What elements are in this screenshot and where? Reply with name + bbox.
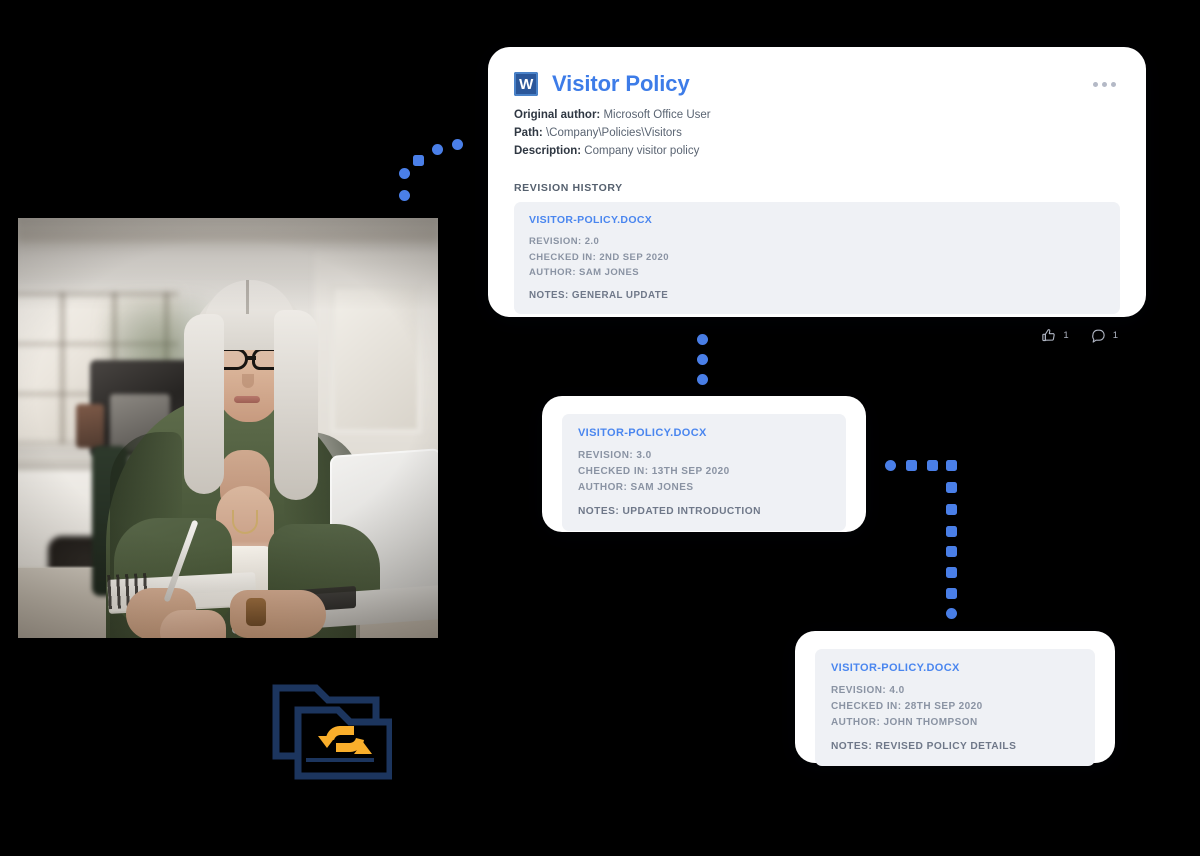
- connector-dot: [946, 482, 957, 493]
- connector-dot: [927, 460, 938, 471]
- metadata-description-label: Description:: [514, 144, 582, 157]
- revision-checked-in: CHECKED IN: 28TH SEP 2020: [831, 701, 983, 713]
- connector-dot: [946, 504, 957, 515]
- connector-dot: [885, 460, 896, 471]
- card-actions: 1 1: [488, 314, 1146, 343]
- revision-filename[interactable]: VISITOR-POLICY.DOCX: [529, 214, 653, 227]
- revision-entry[interactable]: VISITOR-POLICY.DOCX REVISION: 2.0 CHECKE…: [514, 202, 1120, 314]
- connector-dot: [413, 155, 424, 166]
- metadata-description-value: Company visitor policy: [584, 144, 700, 157]
- metadata-author-label: Original author:: [514, 109, 601, 121]
- connector-dot: [946, 460, 957, 471]
- revision-number: REVISION: 2.0: [529, 236, 600, 248]
- revision-checked-in: CHECKED IN: 13TH SEP 2020: [578, 466, 730, 478]
- revision-notes: NOTES: UPDATED INTRODUCTION: [578, 505, 761, 517]
- connector-dot: [697, 354, 708, 365]
- word-icon-letter: W: [519, 75, 533, 93]
- page-title: Visitor Policy: [552, 71, 690, 96]
- like-count: 1: [1063, 329, 1069, 341]
- metadata-path-row: Path: \Company\Policies\Visitors: [514, 125, 1120, 143]
- connector-dot: [697, 334, 708, 345]
- metadata-author-row: Original author: Microsoft Office User: [514, 107, 1120, 125]
- revision-author: AUTHOR: JOHN THOMPSON: [831, 717, 978, 729]
- revision-notes: NOTES: GENERAL UPDATE: [529, 289, 669, 301]
- connector-dot: [399, 168, 410, 179]
- like-action[interactable]: 1: [1041, 328, 1069, 343]
- metadata-description-row: Description: Company visitor policy: [514, 143, 1120, 161]
- document-metadata: Original author: Microsoft Office User P…: [488, 97, 1146, 160]
- thumbs-up-icon[interactable]: [1041, 328, 1056, 343]
- revision-filename[interactable]: VISITOR-POLICY.DOCX: [578, 427, 707, 439]
- revision-history-heading: REVISION HISTORY: [514, 182, 623, 195]
- revision-author: AUTHOR: SAM JONES: [529, 267, 640, 279]
- connector-dot: [946, 546, 957, 557]
- metadata-author-value: Microsoft Office User: [603, 109, 711, 121]
- revision-checked-in: CHECKED IN: 2ND SEP 2020: [529, 251, 669, 263]
- connector-dot: [946, 588, 957, 599]
- revision-card[interactable]: VISITOR-POLICY.DOCX REVISION: 3.0 CHECKE…: [542, 396, 866, 532]
- revision-entry[interactable]: VISITOR-POLICY.DOCX REVISION: 3.0 CHECKE…: [562, 414, 846, 531]
- comment-bubble-icon[interactable]: [1091, 328, 1106, 343]
- photo-scene: [18, 218, 438, 638]
- connector-dot: [452, 139, 463, 150]
- document-card[interactable]: W Visitor Policy Original author: Micros…: [488, 47, 1146, 343]
- revision-filename[interactable]: VISITOR-POLICY.DOCX: [831, 662, 960, 674]
- connector-dot: [946, 608, 957, 619]
- connector-dot: [946, 567, 957, 578]
- revision-author: AUTHOR: SAM JONES: [578, 482, 694, 494]
- connector-dot: [399, 190, 410, 201]
- revision-card[interactable]: VISITOR-POLICY.DOCX REVISION: 4.0 CHECKE…: [795, 631, 1115, 766]
- revision-notes: NOTES: REVISED POLICY DETAILS: [831, 740, 1017, 752]
- document-header: W Visitor Policy: [488, 47, 1146, 97]
- revision-number: REVISION: 3.0: [578, 450, 652, 461]
- woman-writing-at-laptop-photo: [18, 218, 438, 638]
- connector-dot: [906, 460, 917, 471]
- comment-action[interactable]: 1: [1091, 328, 1118, 343]
- connector-dot: [697, 374, 708, 385]
- word-docx-icon: W: [514, 72, 538, 96]
- revision-entry[interactable]: VISITOR-POLICY.DOCX REVISION: 4.0 CHECKE…: [815, 649, 1095, 766]
- connector-dot: [432, 144, 443, 155]
- folder-sync-icon: [268, 676, 394, 784]
- comment-count: 1: [1112, 329, 1118, 341]
- metadata-path-label: Path:: [514, 126, 543, 139]
- connector-dot: [946, 526, 957, 537]
- metadata-path-value: \Company\Policies\Visitors: [545, 126, 682, 139]
- kebab-menu-icon[interactable]: [1089, 76, 1120, 93]
- revision-number: REVISION: 4.0: [831, 685, 905, 696]
